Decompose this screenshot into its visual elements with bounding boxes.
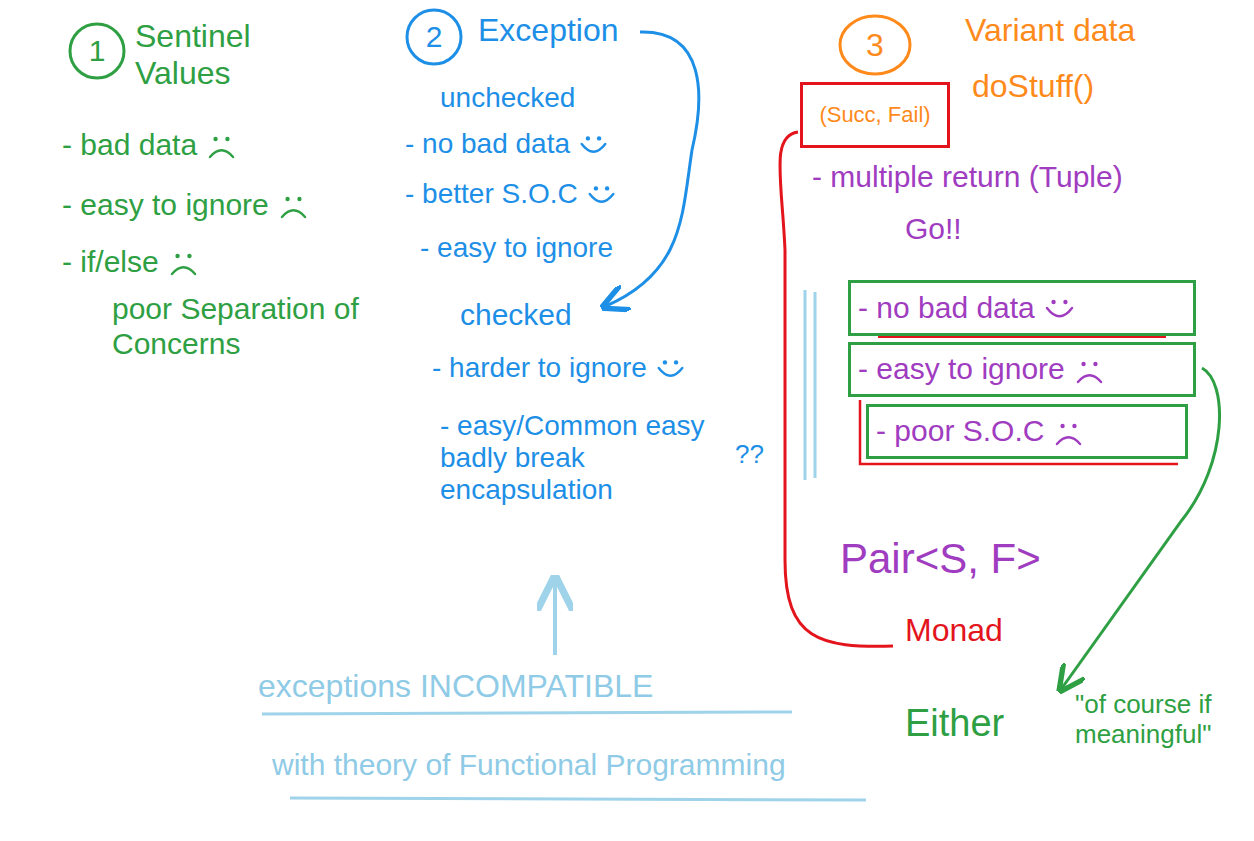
sub-heading: checked [460, 298, 572, 333]
bullet-point: - if/else [62, 245, 159, 280]
note: poor Separation of Concerns [112, 292, 382, 361]
note-line: Go!! [905, 212, 962, 247]
note-line: poor Separation of Concerns [112, 292, 382, 361]
bullet-point: - multiple return (Tuple) [812, 160, 1123, 195]
node-content: - no bad data [858, 291, 1076, 326]
bullet-point-line: - no bad data [405, 128, 609, 160]
conclusion: with theory of Functional Programming [272, 748, 786, 783]
node-content: 2 [426, 20, 443, 55]
function-name-line: doStuff() [972, 68, 1094, 105]
tuple-box: (Succ, Fail) [800, 82, 950, 148]
bullet-point-line: - if/else [62, 245, 200, 280]
bullet-point: - no bad data [405, 128, 570, 160]
happy-face [655, 354, 686, 382]
bullet-point-line: - easy to ignore [420, 232, 613, 264]
node-content: (Succ, Fail) [819, 102, 930, 127]
sub-heading-line: unchecked [440, 82, 575, 114]
either-arrow [1062, 368, 1220, 688]
note: Go!! [905, 212, 962, 247]
accent-bracket [860, 400, 1178, 464]
bullet-point: - easy to ignore [62, 188, 269, 223]
number-circle: 1 [68, 22, 126, 80]
sad-face [277, 190, 310, 220]
point-box: - no bad data [848, 280, 1196, 336]
node-text: 3 [866, 27, 884, 64]
heading-line: Exception [478, 12, 619, 49]
point-box: - easy to ignore [848, 342, 1196, 397]
happy-face [1043, 293, 1076, 323]
happy-face [586, 180, 617, 208]
function-name: doStuff() [972, 68, 1094, 105]
point-box: - poor S.O.C [866, 404, 1188, 459]
hook-arrow [606, 32, 699, 306]
type-name-line: Pair<S, F> [840, 535, 1041, 583]
note: ?? [735, 440, 764, 470]
underline [262, 712, 792, 714]
sad-face [1052, 417, 1085, 447]
type-name: Either [905, 702, 1004, 746]
sad-face [167, 247, 200, 277]
node-content: - poor S.O.C [876, 414, 1085, 449]
heading-line: Sentinel Values [135, 18, 300, 92]
type-name: Pair<S, F> [840, 535, 1041, 583]
type-name-line: Monad [905, 612, 1003, 649]
conclusion-line: exceptions INCOMPATIBLE [258, 668, 653, 705]
number-circle: 3 [838, 14, 912, 76]
node-content: 1 [89, 34, 106, 69]
sad-face [1073, 355, 1106, 385]
node-content: - easy to ignore [858, 352, 1106, 387]
heading-line: Variant data [965, 12, 1135, 49]
conclusion-line: with theory of Functional Programming [272, 748, 786, 783]
node-content: 3 [866, 27, 884, 64]
underline [290, 798, 866, 800]
heading: Sentinel Values [135, 18, 300, 92]
conclusion: exceptions INCOMPATIBLE [258, 668, 653, 705]
bullet-point: - easy to ignore [420, 232, 613, 264]
note: "of course if meaningful" [1075, 690, 1240, 750]
happy-face [578, 130, 609, 158]
bullet-point: - better S.O.C [405, 178, 578, 210]
heading: Exception [478, 12, 619, 49]
type-name: Monad [905, 612, 1003, 649]
bullet-point: - harder to ignore [432, 352, 647, 384]
node-text: - easy to ignore [858, 352, 1065, 387]
note-line: ?? [735, 440, 764, 470]
sub-heading-line: checked [460, 298, 572, 333]
bullet-point-line: - easy/Common easy badly break encapsula… [440, 410, 720, 507]
up-arrow [553, 582, 557, 655]
accent-underline [878, 336, 1166, 338]
sad-face [205, 130, 238, 160]
heading: Variant data [965, 12, 1135, 49]
node-text: 2 [426, 20, 443, 55]
type-name-line: Either [905, 702, 1004, 746]
node-text: - poor S.O.C [876, 414, 1044, 449]
bracket-bar [805, 290, 815, 480]
bullet-point-line: - multiple return (Tuple) [812, 160, 1123, 195]
note-line: "of course if meaningful" [1075, 690, 1240, 750]
bullet-point-line: - bad data [62, 128, 238, 163]
bullet-point: - bad data [62, 128, 197, 163]
node-text: - no bad data [858, 291, 1035, 326]
bullet-point-line: - easy to ignore [62, 188, 310, 223]
node-text: (Succ, Fail) [819, 102, 930, 127]
bullet-point-line: - better S.O.C [405, 178, 617, 210]
sub-heading: unchecked [440, 82, 575, 114]
bullet-point: - easy/Common easy badly break encapsula… [440, 410, 720, 507]
bullet-point-line: - harder to ignore [432, 352, 686, 384]
number-circle: 2 [405, 8, 463, 66]
node-text: 1 [89, 34, 106, 69]
